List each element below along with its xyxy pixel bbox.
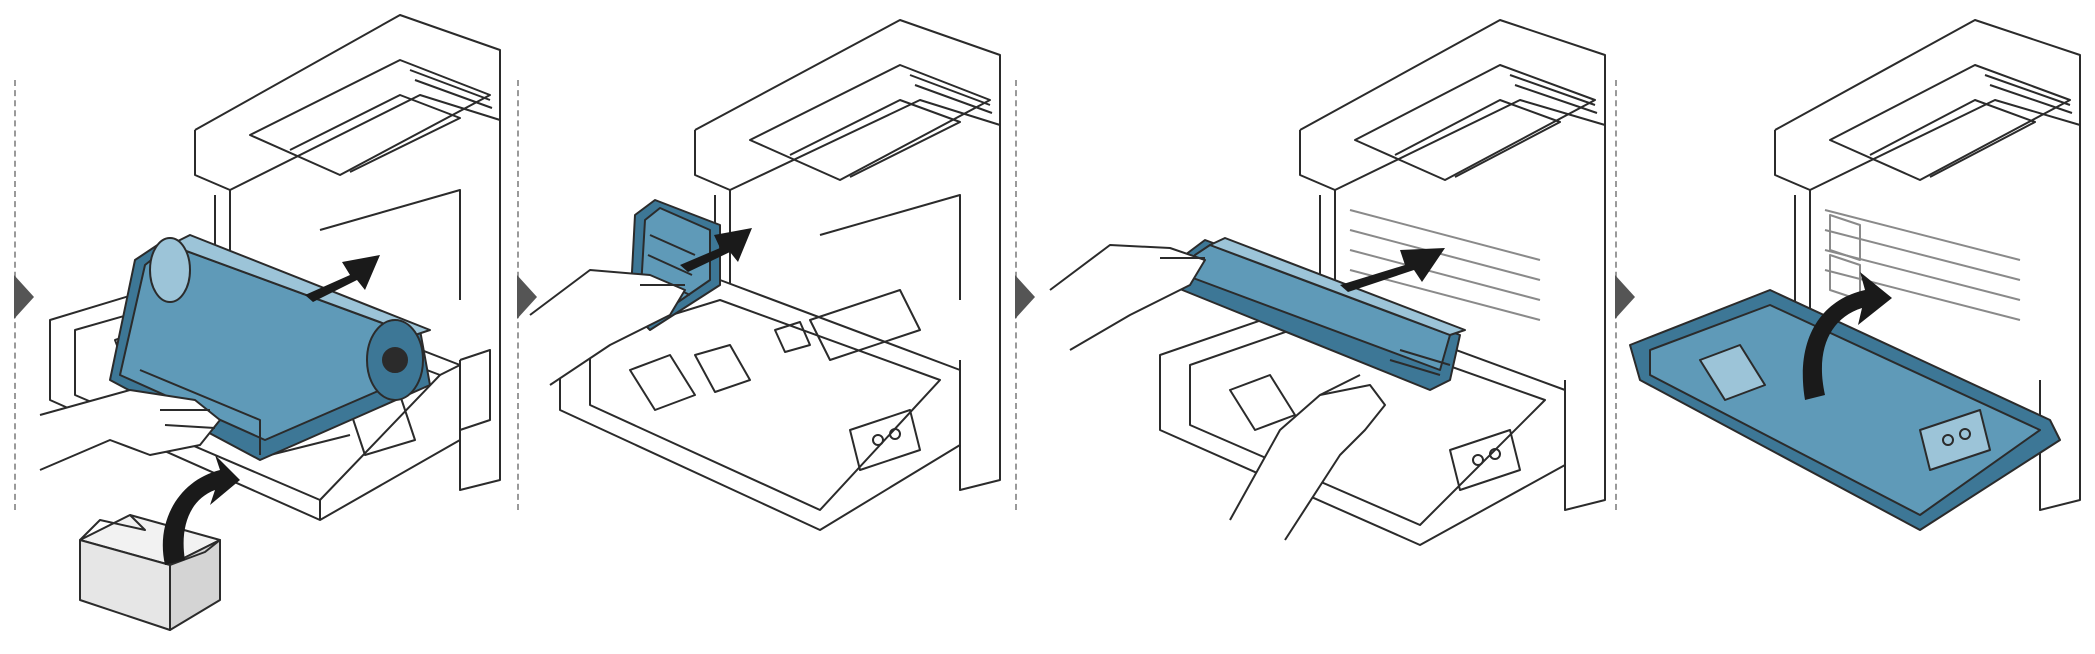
hands xyxy=(1049,244,1386,541)
front-door xyxy=(1629,289,2061,531)
step-3-panel xyxy=(1049,19,1606,546)
direction-arrow xyxy=(1340,248,1445,292)
step-marker-2 xyxy=(517,275,537,319)
direction-arrow xyxy=(680,228,752,272)
unbox-cartridge-icon xyxy=(79,455,240,631)
printer-body xyxy=(1774,19,2081,511)
toner-cartridge xyxy=(1169,237,1466,391)
step-4-panel xyxy=(1629,19,2081,531)
step-1-panel xyxy=(39,14,501,631)
hand-left xyxy=(39,389,221,471)
step-2-panel xyxy=(529,19,1001,531)
direction-arrow xyxy=(305,255,380,302)
hand-left xyxy=(529,269,686,386)
step-marker-1 xyxy=(14,275,34,319)
rotate-arrow xyxy=(1802,272,1892,400)
step-marker-4 xyxy=(1615,275,1635,319)
step-marker-3 xyxy=(1015,275,1035,319)
